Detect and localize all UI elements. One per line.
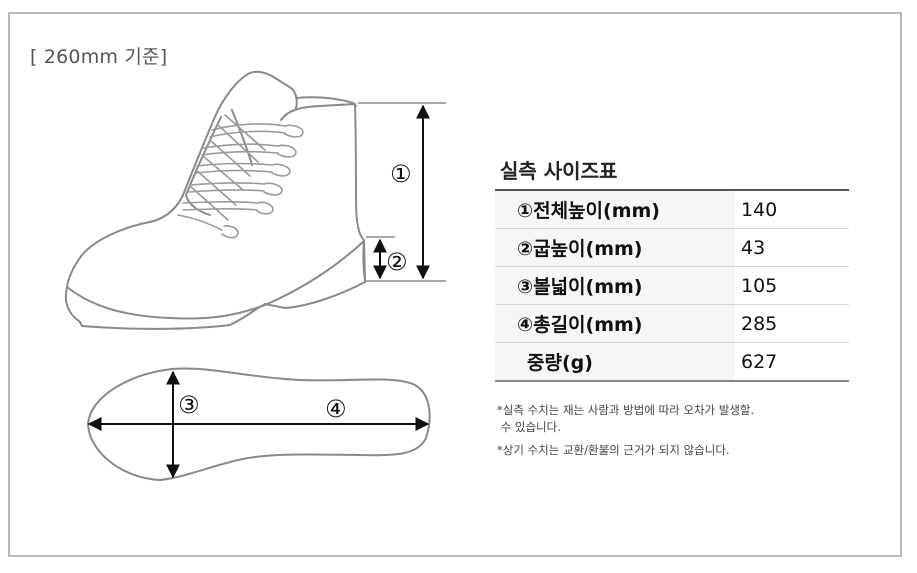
table-row: ③볼넓이(mm) 105	[495, 266, 849, 305]
table-row: ②굽높이(mm) 43	[495, 228, 849, 267]
table-row: ④총길이(mm) 285	[495, 304, 849, 343]
table-row: 중량(g) 627	[495, 342, 849, 382]
note-no-refund-basis: *상기 수치는 교환/환불의 근거가 되지 않습니다.	[497, 443, 730, 457]
height-measurement	[358, 102, 446, 282]
note-measurement-error: *실측 수치는 재는 사람과 방법에 따라 오차가 발생할. 수 있습니다.	[497, 403, 755, 434]
marker-total-height: ①	[390, 160, 412, 188]
row-value: 285	[735, 304, 849, 343]
size-basis-label: [ 260mm 기준]	[30, 46, 168, 68]
row-value: 105	[735, 266, 849, 305]
row-value: 43	[735, 228, 849, 267]
row-label: 중량(g)	[495, 342, 735, 382]
size-table-title: 실측 사이즈표	[500, 159, 618, 183]
insole-top-view	[86, 367, 431, 482]
size-table: ①전체높이(mm) 140 ②굽높이(mm) 43 ③볼넓이(mm) 105 ④…	[495, 189, 849, 382]
marker-total-length: ④	[325, 395, 347, 423]
row-value: 627	[735, 342, 849, 382]
row-label: ②굽높이(mm)	[495, 228, 735, 267]
measurement-notes: *실측 수치는 재는 사람과 방법에 따라 오차가 발생할. 수 있습니다. *…	[497, 402, 754, 465]
marker-ball-width: ③	[178, 391, 200, 419]
row-value: 140	[735, 189, 849, 229]
marker-heel-height: ②	[386, 248, 408, 276]
row-label: ①전체높이(mm)	[495, 189, 735, 229]
table-row: ①전체높이(mm) 140	[495, 189, 849, 229]
row-label: ③볼넓이(mm)	[495, 266, 735, 305]
row-label: ④총길이(mm)	[495, 304, 735, 343]
boot-side-view	[64, 70, 366, 330]
